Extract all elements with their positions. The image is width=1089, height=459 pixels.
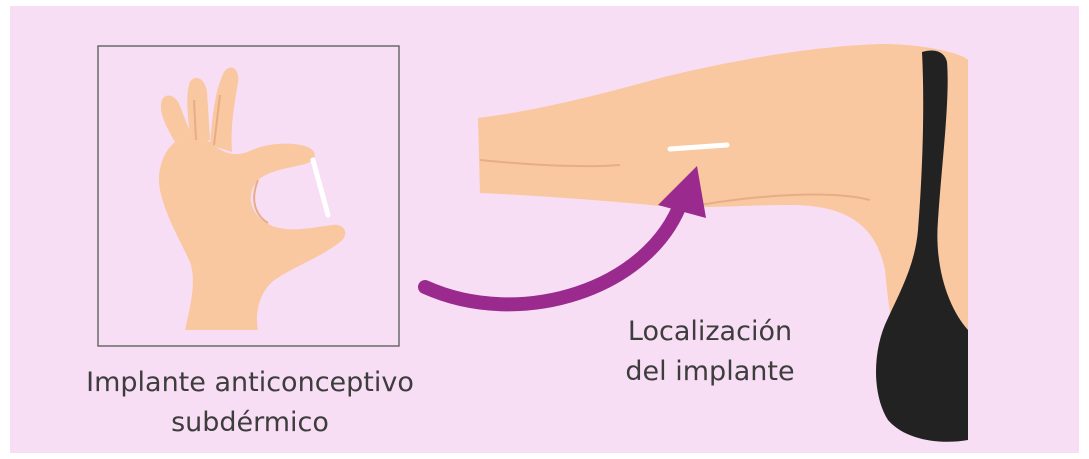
- hand-palm-shape: [159, 138, 346, 330]
- arm-shape: [478, 44, 968, 440]
- bra-shape: [876, 50, 968, 442]
- implant-rod: [310, 157, 331, 218]
- location-arrow: [418, 166, 706, 312]
- implant-caption: Implante anticonceptivo subdérmico: [60, 363, 440, 443]
- pinky-finger-shape: [160, 95, 193, 142]
- ring-finger-shape: [187, 77, 210, 140]
- arm-illustration: [478, 44, 968, 442]
- implant-caption-line1: Implante anticonceptivo: [86, 367, 414, 398]
- implant-location-mark: [667, 142, 730, 152]
- hand-illustration: [159, 67, 346, 330]
- arrow-head: [658, 166, 706, 218]
- hand-frame: [97, 45, 400, 347]
- middle-finger-shape: [210, 67, 239, 152]
- implant-caption-line2: subdérmico: [171, 407, 329, 438]
- location-caption-line1: Localización: [627, 316, 793, 347]
- location-caption-line2: del implante: [625, 356, 795, 387]
- location-caption: Localización del implante: [565, 312, 855, 392]
